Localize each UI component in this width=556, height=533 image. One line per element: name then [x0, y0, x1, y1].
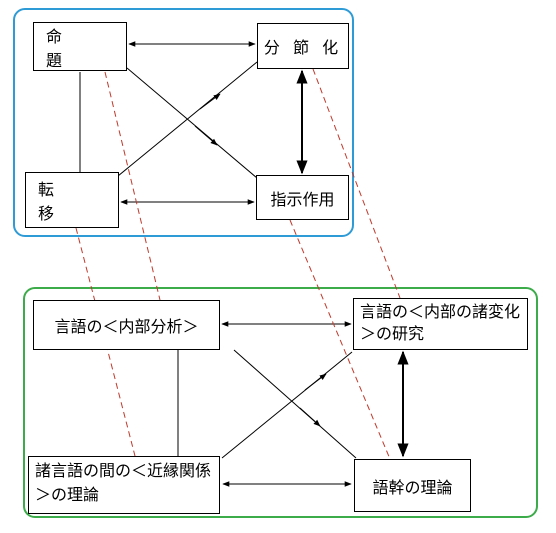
node-internal-analysis: 言語の＜内部分析＞ — [33, 300, 220, 350]
node-internal-analysis-label: 言語の＜内部分析＞ — [54, 317, 199, 336]
node-kinship: 諸言語の間の＜近縁関係＞の理論 — [28, 456, 220, 514]
correspondence-proposition-analysis — [104, 71, 161, 301]
node-proposition: 命 題 — [33, 22, 127, 71]
node-stem-theory: 語幹の理論 — [354, 459, 471, 512]
node-segmentation: 分 節 化 — [257, 23, 349, 69]
correspondence-reference-stem — [289, 219, 391, 460]
arrow-proposition-reference — [194, 125, 218, 146]
node-kinship-label: 諸言語の間の＜近縁関係＞の理論 — [35, 461, 212, 504]
node-transfer: 転 移 — [25, 172, 119, 228]
arrow-transfer-segmentation — [199, 93, 221, 110]
node-stem-theory-label: 語幹の理論 — [372, 477, 453, 497]
top-group-frame — [13, 8, 354, 237]
node-segmentation-label: 分 節 化 — [263, 38, 343, 57]
connector-transfer-segmentation — [117, 61, 258, 177]
correspondence-segmentation-change — [312, 68, 401, 299]
node-reference-label: 指示作用 — [270, 189, 335, 209]
arrow-kinship-change — [304, 373, 327, 391]
connector-analysis-stem — [233, 349, 357, 459]
node-internal-change-label: 言語の＜内部の諸変化＞の研究 — [360, 302, 521, 343]
node-transfer-label: 転 移 — [38, 180, 99, 223]
connector-proposition-reference — [126, 67, 258, 179]
arrow-analysis-stem — [299, 407, 321, 427]
node-reference: 指示作用 — [256, 175, 349, 220]
bottom-group-frame — [23, 287, 538, 518]
node-internal-change: 言語の＜内部の諸変化＞の研究 — [353, 298, 528, 350]
connector-kinship-change — [221, 351, 353, 459]
node-proposition-label: 命 題 — [46, 26, 107, 70]
